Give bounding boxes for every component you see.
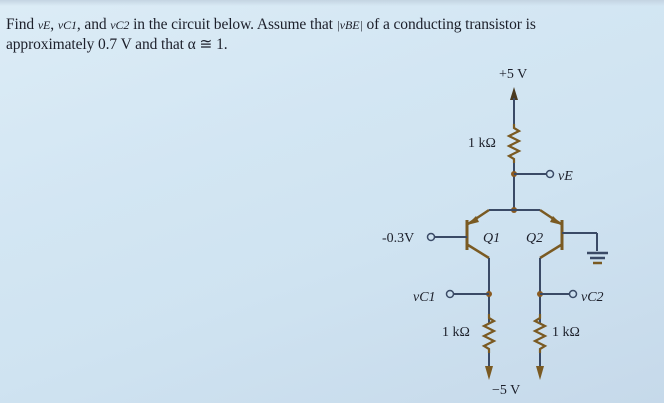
page-top-edge xyxy=(0,0,664,6)
transistor-q1-label: Q1 xyxy=(483,231,500,246)
supply-positive-arrow-icon xyxy=(510,87,518,100)
collector-resistor-2-icon xyxy=(532,314,548,353)
problem-statement: Find vE, vC1, and vC2 in the circuit bel… xyxy=(6,15,656,55)
node-vC1-label: vC1 xyxy=(413,290,436,305)
emitter-resistor-label: 1 kΩ xyxy=(468,136,496,151)
var-vC2: vC2 xyxy=(110,18,130,32)
ground-icon xyxy=(587,251,608,265)
supply-negative-label: −5 V xyxy=(492,383,520,398)
emitter-resistor-icon xyxy=(506,124,522,163)
transistor-q1-icon xyxy=(465,208,490,260)
var-vC1: vC1 xyxy=(57,18,77,32)
base-input-label: -0.3V xyxy=(382,231,414,246)
terminal-q1-base xyxy=(426,232,436,242)
transistor-q2-label: Q2 xyxy=(526,231,543,246)
terminal-vC1 xyxy=(445,289,455,299)
problem-line-1: Find vE, vC1, and vC2 in the circuit bel… xyxy=(6,16,536,33)
transistor-q2-icon xyxy=(539,208,564,260)
collector-resistor-1-icon xyxy=(481,314,497,353)
supply-negative-arrow-2-icon xyxy=(536,366,544,380)
supply-negative-arrow-1-icon xyxy=(485,366,493,380)
terminal-vC2 xyxy=(568,289,578,299)
var-vBE: |vBE| xyxy=(336,18,363,32)
var-vE: vE xyxy=(37,18,51,32)
supply-positive-label: +5 V xyxy=(499,67,527,82)
collector-resistor-2-label: 1 kΩ xyxy=(552,325,580,340)
problem-line-2: approximately 0.7 V and that α ≅ 1. xyxy=(6,36,228,53)
terminal-vE xyxy=(545,169,555,179)
node-vC2-label: vC2 xyxy=(581,290,604,305)
node-vE-label: vE xyxy=(558,169,573,184)
collector-resistor-1-label: 1 kΩ xyxy=(442,325,470,340)
